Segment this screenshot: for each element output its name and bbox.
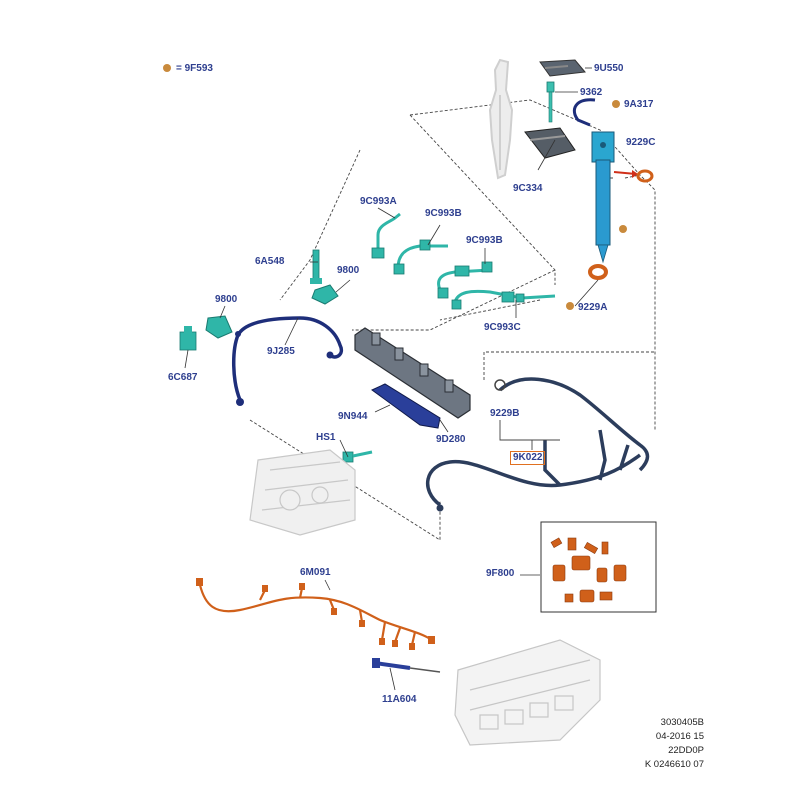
footer-line-4: K 0246610 07 xyxy=(644,759,704,770)
fuel-hose-9j285 xyxy=(231,316,343,401)
fittings-kit-icon xyxy=(550,537,627,603)
callout-9c334: 9C334 xyxy=(513,183,543,194)
clamp-plate-icon xyxy=(539,59,586,77)
callout-9n944: 9N944 xyxy=(338,411,368,422)
injector-clamp-icon xyxy=(524,127,576,159)
callout-9229c: 9229C xyxy=(626,137,656,148)
callout-9800-upper: 9800 xyxy=(337,265,360,276)
rail-bracket-icon xyxy=(371,383,441,429)
footer-line-2: 04-2016 15 xyxy=(655,731,704,742)
footer-line-1: 3030405B xyxy=(660,717,704,728)
stud-icon xyxy=(342,450,373,463)
leader-lines xyxy=(184,67,599,691)
callout-9f800: 9F800 xyxy=(486,568,515,579)
part-9f593-dots xyxy=(163,64,627,310)
callout-9d280: 9D280 xyxy=(436,434,466,445)
hose-clip-icon xyxy=(494,379,506,391)
callout-9c993b-lower: 9C993B xyxy=(466,235,503,246)
wiring-harness-6m091 xyxy=(198,584,433,646)
return-hose-assembly xyxy=(425,377,650,507)
fuel-injector-icon xyxy=(591,131,615,264)
callout-9c993a: 9C993A xyxy=(360,196,397,207)
legend: = 9F593 xyxy=(162,63,213,74)
callout-9a317: 9A317 xyxy=(624,99,654,110)
footer-line-3: 22DD0P xyxy=(668,745,704,756)
sensor-6a548-icon xyxy=(310,249,322,284)
fuel-pipe-a xyxy=(376,212,401,252)
cylinder-head-ghost xyxy=(454,639,601,746)
callout-6m091: 6M091 xyxy=(300,567,331,578)
callout-9c993c: 9C993C xyxy=(484,322,521,333)
callout-6a548: 6A548 xyxy=(255,256,285,267)
fuel-pipes xyxy=(376,212,556,303)
callout-hs1: HS1 xyxy=(316,432,336,443)
legend-label: = 9F593 xyxy=(176,63,213,74)
callout-9j285: 9J285 xyxy=(267,346,295,357)
pressure-sensor-icon xyxy=(311,284,339,305)
engine-block-ghost xyxy=(249,449,356,536)
bolt-icon xyxy=(546,81,555,123)
fittings-kit-box xyxy=(540,521,657,613)
fuel-pipe-d xyxy=(453,289,556,303)
reference-footer: 3030405B 04-2016 15 22DD0P K 0246610 07 xyxy=(645,716,704,772)
callout-9229b: 9229B xyxy=(490,408,520,419)
leak-off-pipe-icon xyxy=(572,98,596,127)
washer-icon xyxy=(588,264,608,280)
callout-9362: 9362 xyxy=(580,87,603,98)
injector-ghost-icon xyxy=(488,58,514,180)
callout-9800-lower: 9800 xyxy=(215,294,238,305)
glow-plug-sensor-icon xyxy=(372,658,441,673)
callout-9c993b-upper: 9C993B xyxy=(425,208,462,219)
callout-9k022-highlighted: 9K022 xyxy=(509,451,546,465)
connector-9800-icon xyxy=(205,315,233,339)
callout-9229a: 9229A xyxy=(578,302,608,313)
fuel-rail-icon xyxy=(354,327,471,419)
callout-11a604: 11A604 xyxy=(382,694,417,705)
o-ring-icon xyxy=(636,169,654,183)
callout-9u550: 9U550 xyxy=(594,63,624,74)
callout-6c687: 6C687 xyxy=(168,372,198,383)
sensor-6c687-icon xyxy=(179,326,197,351)
